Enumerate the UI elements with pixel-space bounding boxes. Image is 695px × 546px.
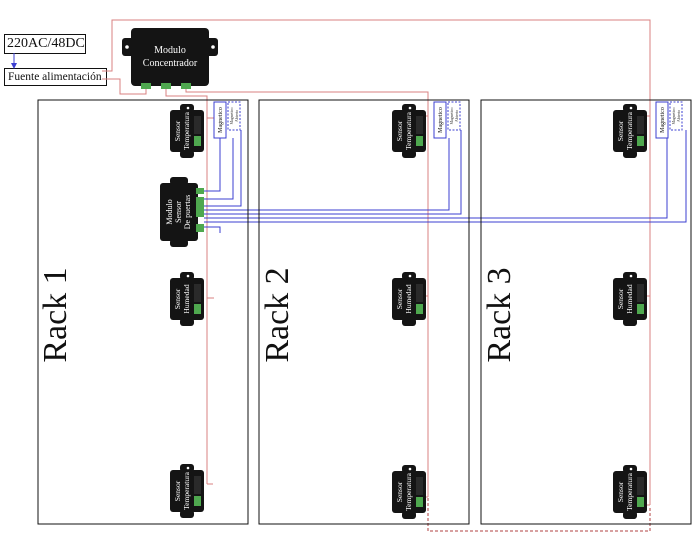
rack-label: Rack 2 xyxy=(259,267,296,362)
door-sensor-module: Modulo Sensor De puertas xyxy=(160,177,204,247)
concentrator-label: Modulo xyxy=(154,45,186,56)
power-wiring xyxy=(102,19,651,532)
magnetic-caption: Abierto xyxy=(234,110,239,122)
power-wire xyxy=(427,498,651,532)
sensor-label: Humedad xyxy=(182,284,191,313)
sensor-label: Temperatura xyxy=(404,111,413,149)
rack-frame xyxy=(480,99,692,525)
door-module-label: De puertas xyxy=(183,195,192,229)
magnetic-label: Magnetico xyxy=(218,107,224,133)
data-wire xyxy=(204,130,242,207)
sensor-label: Sensor xyxy=(173,120,182,141)
power-wire xyxy=(165,88,208,484)
data-wire xyxy=(204,130,687,223)
door-module-label: Sensor xyxy=(174,201,183,223)
rack-label: Rack 1 xyxy=(37,267,74,362)
data-wire xyxy=(204,130,462,215)
sensor-label: Sensor xyxy=(395,120,404,141)
sensor-label: Humedad xyxy=(625,284,634,313)
sensor-label: Sensor xyxy=(173,480,182,501)
magnetic-caption: Magnetico xyxy=(229,107,234,124)
sensor-label: Sensor xyxy=(395,288,404,309)
data-wire xyxy=(204,138,234,200)
magnetic-caption: Abierto xyxy=(676,110,681,122)
sensor-label: Sensor xyxy=(395,481,404,502)
magnetic-label: Magnetico xyxy=(438,107,444,133)
sensor-label: Temperatura xyxy=(625,472,634,510)
concentrator-module: Modulo Concentrador xyxy=(122,28,218,89)
data-wire xyxy=(204,138,450,211)
power-wire xyxy=(185,88,429,497)
sensor-label: Sensor xyxy=(616,120,625,141)
sensor-label: Temperatura xyxy=(625,111,634,149)
data-wire xyxy=(204,138,221,192)
magnetic-caption: Magnetico xyxy=(671,107,676,124)
magnetic-caption: Abierto xyxy=(454,110,459,122)
sensor-label: Temperatura xyxy=(404,472,413,510)
magnetic-label: Magnetico xyxy=(660,107,666,133)
sensor-label: Sensor xyxy=(616,288,625,309)
rack-frame xyxy=(258,99,470,525)
magnetic-caption: Magnetico xyxy=(449,107,454,124)
data-wiring xyxy=(204,130,687,233)
power-wire xyxy=(102,19,651,505)
rack-frame xyxy=(37,99,249,525)
data-wire xyxy=(204,226,221,233)
data-wire xyxy=(204,138,668,219)
concentrator-label: Concentrador xyxy=(143,58,198,69)
sensor-label: Temperatura xyxy=(182,111,191,149)
sensor-label: Sensor xyxy=(616,481,625,502)
sensor-label: Temperatura xyxy=(182,471,191,509)
sensor-label: Humedad xyxy=(404,284,413,313)
sensor-label: Sensor xyxy=(173,288,182,309)
power-input-label: 220AC/48DC xyxy=(4,34,86,54)
door-module-label: Modulo xyxy=(165,199,174,224)
power-supply-box: Fuente alimentación xyxy=(4,68,107,86)
rack-label: Rack 3 xyxy=(481,267,518,362)
power-wire xyxy=(102,78,147,95)
